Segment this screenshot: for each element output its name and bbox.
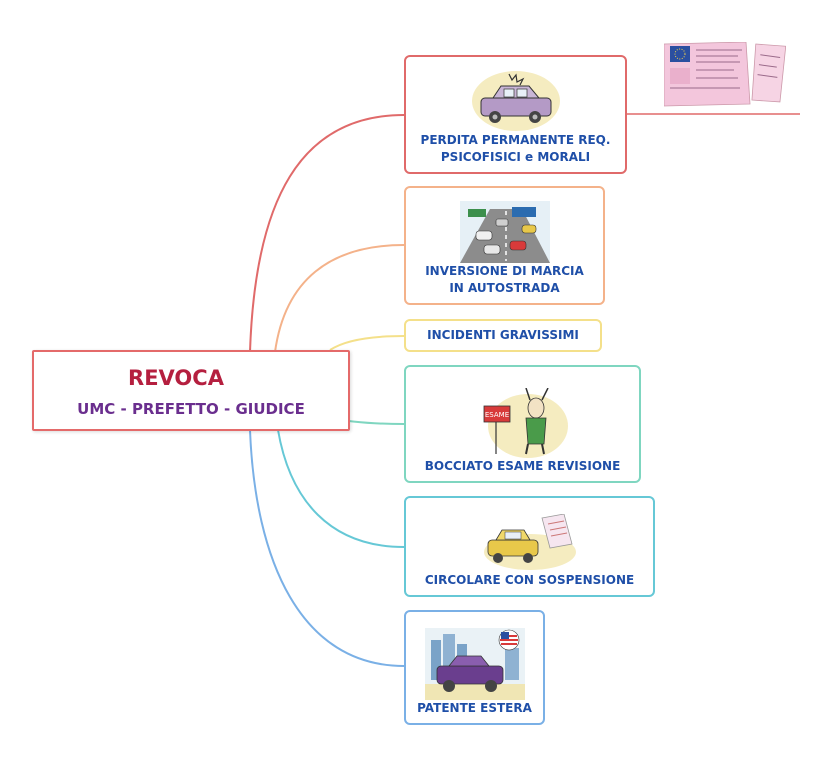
branch-inversione-marcia[interactable]: INVERSIONE DI MARCIA IN AUTOSTRADA — [404, 186, 605, 305]
branch-label: BOCCIATO ESAME REVISIONE — [424, 459, 621, 473]
failed-exam-sign-icon: ESAME — [483, 388, 568, 458]
branch-circolare-sospensione[interactable]: CIRCOLARE CON SOSPENSIONE — [404, 496, 655, 597]
car-with-document-icon — [483, 514, 576, 570]
crashed-car-icon — [471, 71, 560, 131]
connector-1 — [249, 114, 405, 353]
root-node[interactable]: REVOCA UMC - PREFETTO - GIUDICE — [32, 350, 350, 431]
branch-label: INCIDENTI GRAVISSIMI — [427, 328, 579, 342]
connector-6 — [249, 429, 405, 667]
root-title: REVOCA — [128, 366, 224, 390]
branch-label: CIRCOLARE CON SOSPENSIONE — [424, 573, 635, 587]
branch-bocciato-esame[interactable]: ESAME BOCCIATO ESAME REVISIONE — [404, 365, 641, 483]
connector-2 — [274, 244, 405, 353]
branch-patente-estera[interactable]: PATENTE ESTERA — [404, 610, 545, 725]
svg-text:ESAME: ESAME — [484, 411, 508, 419]
connector-3 — [329, 335, 405, 351]
highway-traffic-icon — [459, 201, 550, 263]
branch-label: PATENTE ESTERA — [417, 701, 532, 715]
root-subtitle: UMC - PREFETTO - GIUDICE — [77, 400, 305, 418]
branch-perdita-requisiti[interactable]: PERDITA PERMANENTE REQ. PSICOFISICI e MO… — [404, 55, 627, 174]
branch-incidenti-gravissimi[interactable]: INCIDENTI GRAVISSIMI — [404, 319, 602, 352]
foreign-driver-icon — [424, 628, 525, 700]
driving-license-icon — [664, 42, 786, 107]
connector-5 — [277, 429, 405, 548]
branch-label: INVERSIONE DI MARCIA IN AUTOSTRADA — [425, 264, 584, 295]
branch-label: PERDITA PERMANENTE REQ. PSICOFISICI e MO… — [420, 133, 611, 164]
